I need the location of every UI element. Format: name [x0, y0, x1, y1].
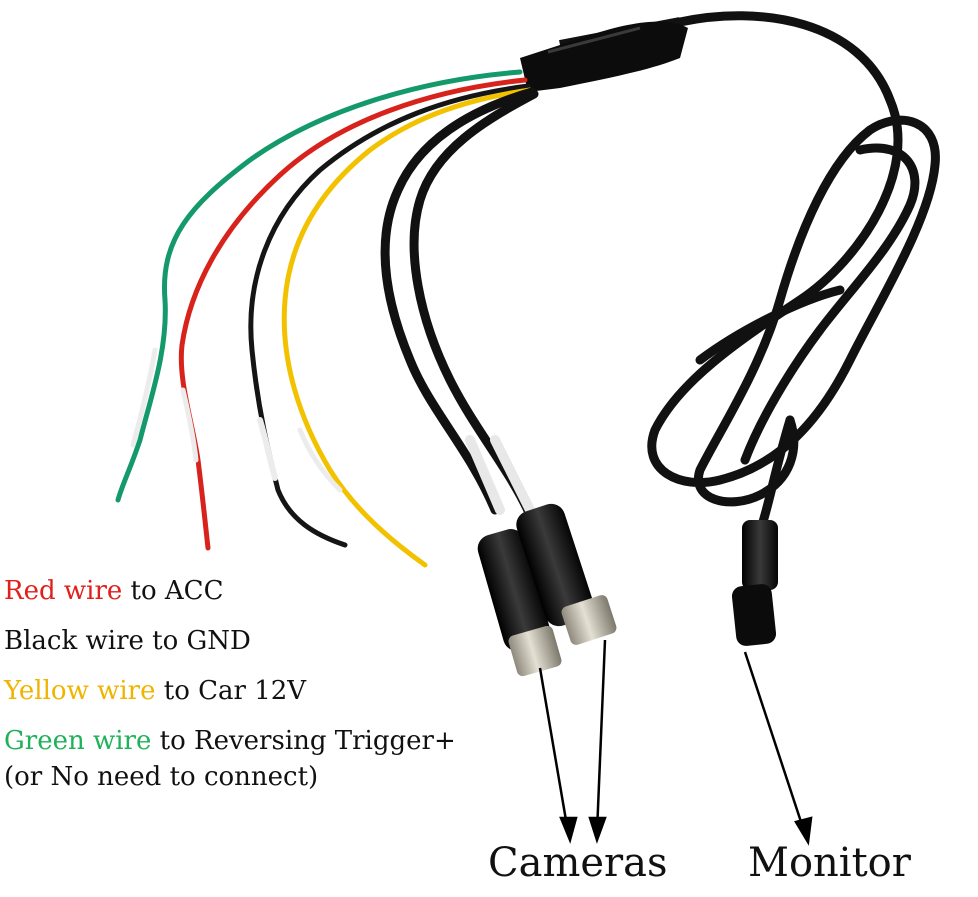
- legend-red-rest: to ACC: [122, 576, 224, 606]
- legend-note: (or No need to connect): [4, 762, 319, 792]
- legend-yellow-rest: to Car 12V: [155, 676, 307, 706]
- legend-yellow-colored: Yellow wire: [4, 676, 156, 706]
- wire-bundle: [115, 69, 539, 568]
- legend-green-colored: Green wire: [4, 726, 152, 756]
- legend-yellow: Yellow wire to Car 12V: [4, 666, 456, 716]
- splitter-body: [520, 21, 688, 93]
- cameras-label: Cameras: [488, 840, 668, 886]
- wiring-legend: Red wire to ACC Black wire to GND Yellow…: [4, 566, 456, 802]
- legend-red: Red wire to ACC: [4, 566, 456, 616]
- coiled-cable: [647, 11, 940, 530]
- monitor-connector: [731, 520, 778, 646]
- legend-black-rest: Black wire to GND: [4, 626, 251, 656]
- legend-green: Green wire to Reversing Trigger+: [4, 716, 456, 766]
- legend-red-colored: Red wire: [4, 576, 123, 606]
- camera-connector-left: [477, 529, 562, 677]
- legend-green-rest: to Reversing Trigger+: [151, 726, 456, 756]
- camera-connector-right: [516, 503, 617, 645]
- pointer-arrows: [538, 639, 813, 846]
- legend-black: Black wire to GND: [4, 616, 456, 666]
- monitor-label: Monitor: [748, 840, 911, 886]
